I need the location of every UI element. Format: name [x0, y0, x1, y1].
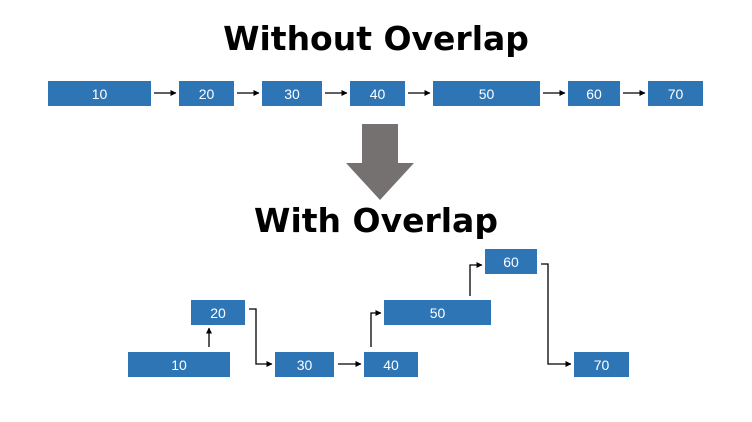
task-box-50-overlap: 50 [384, 300, 491, 325]
task-box-60-sequential: 60 [568, 81, 620, 106]
task-box-70-sequential: 70 [648, 81, 703, 106]
task-box-30-sequential: 30 [262, 81, 322, 106]
task-box-20-sequential: 20 [179, 81, 234, 106]
arrow-40-to-50-overlap [370, 310, 382, 347]
task-box-50-sequential: 50 [433, 81, 540, 106]
task-box-40-overlap: 40 [364, 352, 418, 377]
task-box-10-overlap: 10 [128, 352, 230, 377]
task-box-30-overlap: 30 [275, 352, 334, 377]
task-box-70-overlap: 70 [574, 352, 629, 377]
arrow-60-to-70-overlap [541, 263, 572, 367]
arrow-20-to-30-overlap [249, 308, 273, 367]
task-box-20-overlap: 20 [191, 300, 245, 325]
title-with-overlap: With Overlap [254, 201, 498, 240]
task-box-60-overlap: 60 [485, 249, 537, 274]
task-box-40-sequential: 40 [350, 81, 405, 106]
title-without-overlap: Without Overlap [223, 19, 529, 58]
task-box-10-sequential: 10 [48, 81, 151, 106]
big-down-arrow [346, 124, 414, 200]
arrow-50-to-60-overlap [469, 262, 483, 296]
